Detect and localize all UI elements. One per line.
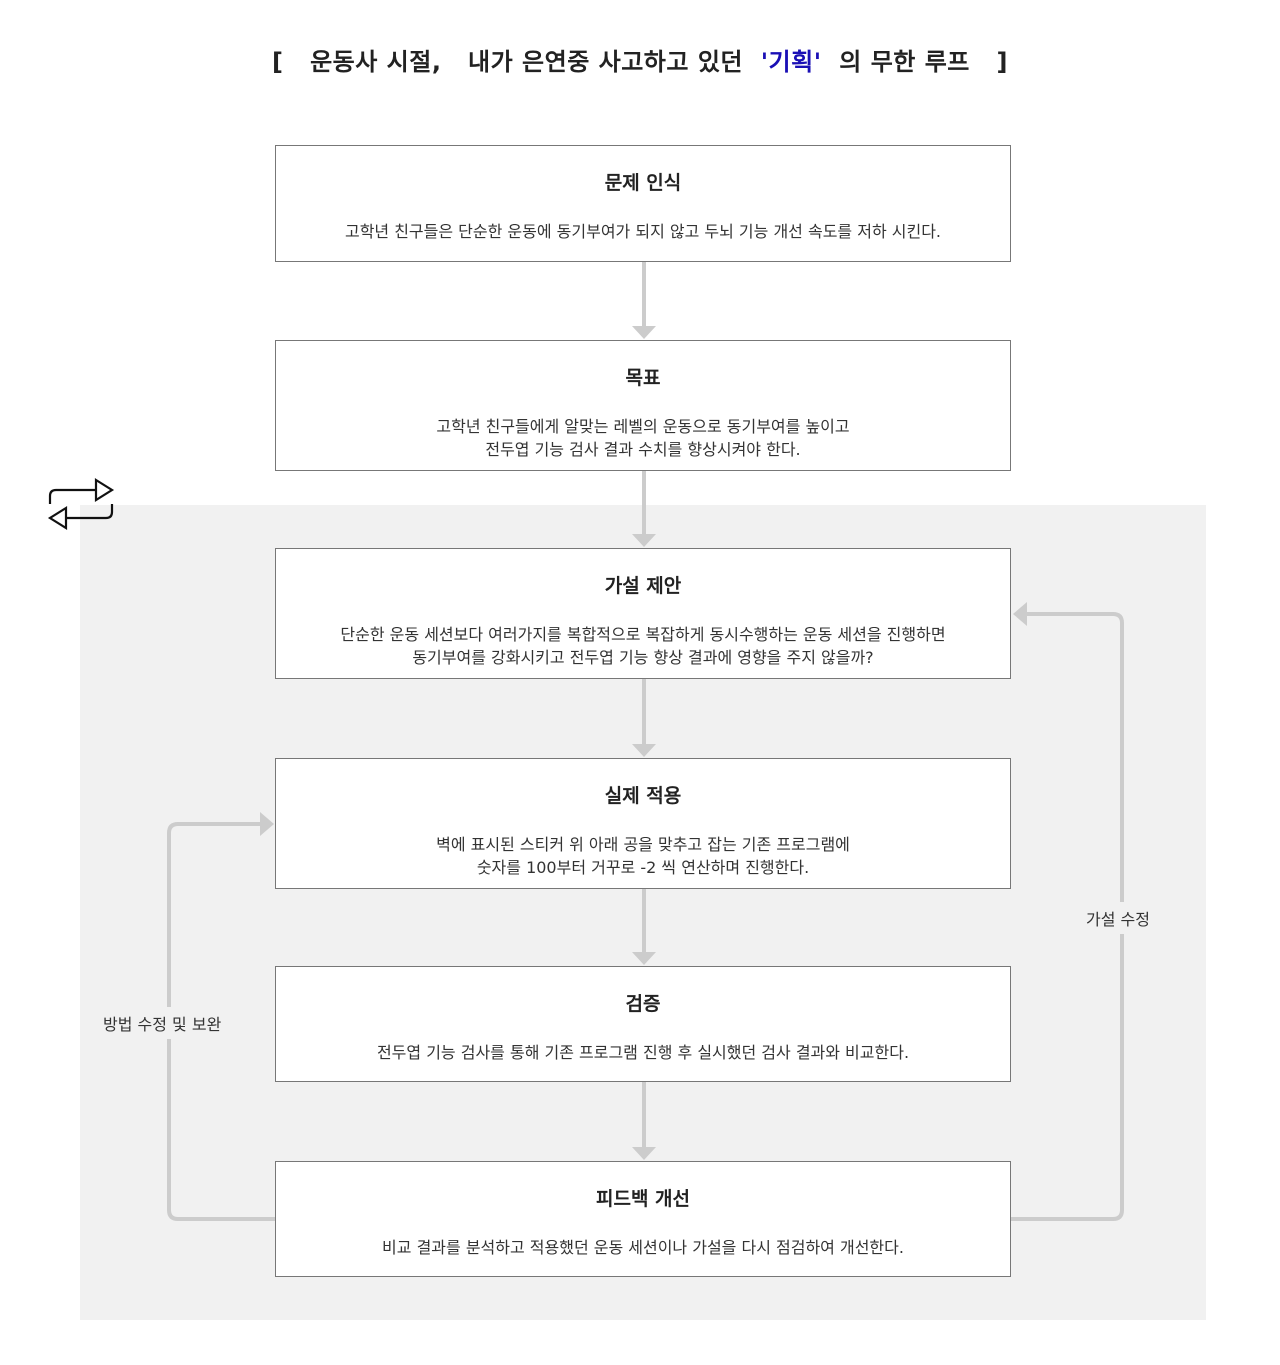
- step-application: 실제 적용 벽에 표시된 스티커 위 아래 공을 맞추고 잡는 기존 프로그램에…: [275, 758, 1011, 889]
- title-part1: 운동사 시절,: [310, 48, 442, 76]
- title-accent: '기획': [760, 48, 822, 76]
- step-description: 전두엽 기능 검사 결과 수치를 향상시켜야 한다.: [485, 440, 801, 459]
- arrowhead-right-loop: [1013, 602, 1027, 626]
- step-hypothesis: 가설 제안 단순한 운동 세션보다 여러가지를 복합적으로 복잡하게 동시수행하…: [275, 548, 1011, 679]
- title-close-bracket: ]: [996, 48, 1008, 76]
- arrowhead-3-4: [632, 744, 656, 757]
- step-title: 실제 적용: [604, 785, 682, 807]
- title-part2: 내가 은연중 사고하고 있던: [468, 48, 743, 76]
- step-feedback: 피드백 개선 비교 결과를 분석하고 적용했던 운동 세션이나 가설을 다시 점…: [275, 1161, 1011, 1277]
- step-description: 숫자를 100부터 거꾸로 -2 씩 연산하며 진행한다.: [476, 858, 810, 877]
- title-part3: 의 무한 루프: [839, 48, 970, 76]
- step-problem-recognition: 문제 인식 고학년 친구들은 단순한 운동에 동기부여가 되지 않고 두뇌 기능…: [275, 145, 1011, 262]
- arrowhead-4-5: [632, 952, 656, 965]
- step-title: 가설 제안: [604, 575, 682, 597]
- arrowhead-left-loop: [260, 812, 274, 836]
- right-loop-label: 가설 수정: [1082, 902, 1154, 934]
- left-loop-label: 방법 수정 및 보완: [99, 1007, 226, 1039]
- step-title: 목표: [625, 367, 661, 389]
- step-description: 고학년 친구들에게 알맞는 레벨의 운동으로 동기부여를 높이고: [436, 417, 850, 436]
- step-goal: 목표 고학년 친구들에게 알맞는 레벨의 운동으로 동기부여를 높이고 전두엽 …: [275, 340, 1011, 471]
- step-title: 검증: [625, 993, 661, 1015]
- step-verification: 검증 전두엽 기능 검사를 통해 기존 프로그램 진행 후 실시했던 검사 결과…: [275, 966, 1011, 1082]
- step-description: 벽에 표시된 스티커 위 아래 공을 맞추고 잡는 기존 프로그램에: [436, 835, 850, 854]
- step-description: 단순한 운동 세션보다 여러가지를 복합적으로 복잡하게 동시수행하는 운동 세…: [340, 625, 946, 644]
- step-description: 비교 결과를 분석하고 적용했던 운동 세션이나 가설을 다시 점검하여 개선한…: [382, 1238, 904, 1257]
- step-title: 피드백 개선: [595, 1188, 690, 1210]
- arrowhead-2-3: [632, 534, 656, 547]
- arrowhead-5-6: [632, 1147, 656, 1160]
- arrowhead-1-2: [632, 326, 656, 339]
- step-description: 전두엽 기능 검사를 통해 기존 프로그램 진행 후 실시했던 검사 결과와 비…: [376, 1043, 910, 1062]
- step-description: 고학년 친구들은 단순한 운동에 동기부여가 되지 않고 두뇌 기능 개선 속도…: [344, 222, 942, 241]
- title-open-bracket: [: [272, 48, 284, 76]
- step-description: 동기부여를 강화시키고 전두엽 기능 향상 결과에 영향을 주지 않을까?: [412, 648, 874, 667]
- repeat-icon: [47, 478, 115, 530]
- page-title: [ 운동사 시절, 내가 은연중 사고하고 있던 '기획' 의 무한 루프 ]: [0, 42, 1280, 77]
- step-title: 문제 인식: [604, 172, 682, 194]
